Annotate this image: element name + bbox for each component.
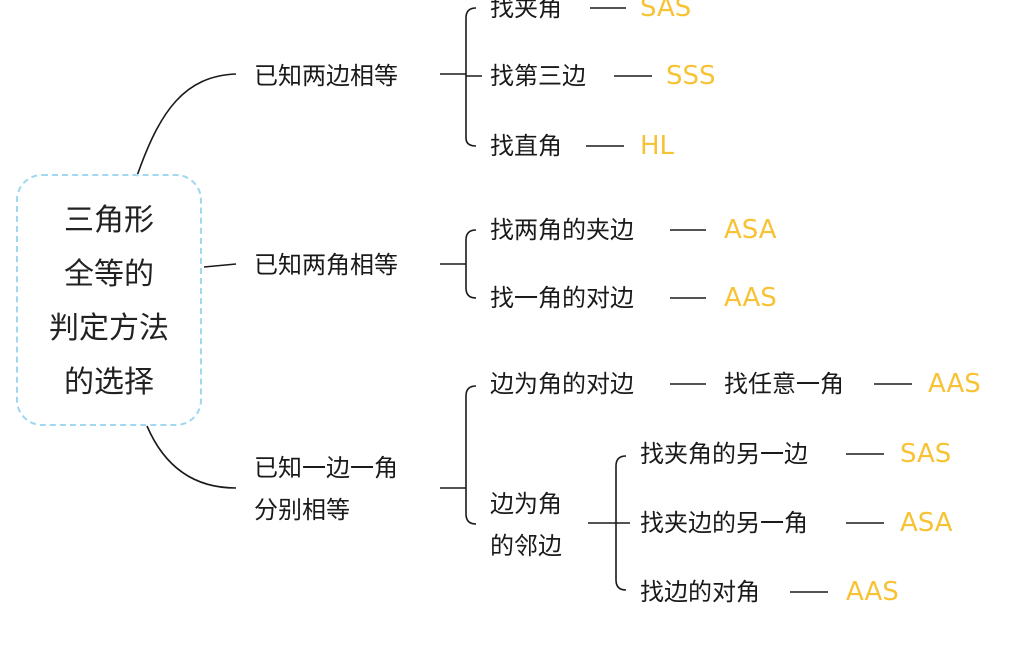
adjacent-item-2-answer: AAS (846, 577, 899, 607)
adjacent-item-2-text: 找边的对角 (640, 578, 760, 606)
two-sides-item-1-answer: SSS (666, 61, 716, 91)
branch-two-angles-label: 已知两角相等 (254, 251, 398, 279)
two-angles-item-1-answer: AAS (724, 283, 777, 313)
bracket-side-angle (440, 385, 477, 525)
root-line-1: 三角形 (64, 203, 154, 238)
connector-root-two-sides (136, 73, 237, 177)
two-sides-item-0-answer: SAS (640, 0, 692, 23)
root-line-3: 判定方法 (49, 311, 169, 346)
two-sides-item-2-text: 找直角 (490, 132, 562, 160)
opposite-next: 找任意一角 (724, 370, 844, 398)
branch-two-sides-label: 已知两边相等 (254, 62, 398, 90)
adjacent-label-line-1: 边为角 (490, 490, 562, 518)
bracket-adjacent (588, 455, 630, 591)
two-sides-item-2-answer: HL (640, 131, 675, 161)
connector-root-two-angles (203, 263, 237, 268)
opposite-answer: AAS (928, 369, 981, 399)
root-node (16, 174, 202, 426)
branch-side-angle-label-line-2: 分别相等 (254, 496, 350, 524)
bracket-two-sides (440, 7, 482, 147)
adjacent-item-0-text: 找夹角的另一边 (640, 440, 808, 468)
two-sides-item-1-text: 找第三边 (490, 62, 586, 90)
two-angles-item-1-text: 找一角的对边 (490, 284, 634, 312)
connector-root-side-angle (146, 425, 237, 489)
adjacent-item-1-text: 找夹边的另一角 (640, 509, 808, 537)
branch-side-angle-label-line-1: 已知一边一角 (254, 454, 398, 482)
two-angles-item-0-answer: ASA (724, 215, 777, 245)
bracket-two-angles (440, 229, 477, 299)
adjacent-item-1-answer: ASA (900, 508, 953, 538)
opposite-text: 边为角的对边 (490, 370, 634, 398)
root-line-2: 全等的 (64, 257, 154, 292)
two-angles-item-0-text: 找两角的夹边 (490, 216, 634, 244)
root-line-4: 的选择 (64, 365, 154, 400)
adjacent-label-line-2: 的邻边 (490, 532, 562, 560)
two-sides-item-0-text: 找夹角 (490, 0, 562, 22)
adjacent-item-0-answer: SAS (900, 439, 952, 469)
